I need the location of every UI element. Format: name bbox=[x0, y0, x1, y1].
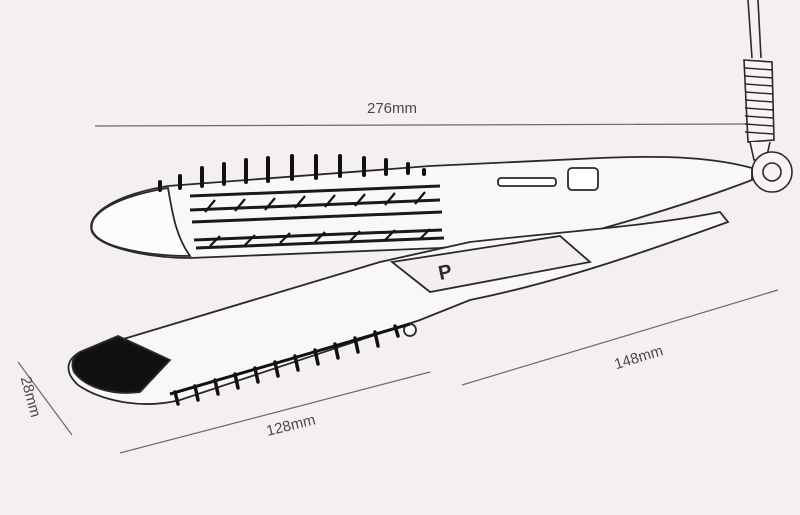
handle-length-line bbox=[461, 289, 779, 386]
device-label: P bbox=[436, 261, 454, 285]
handle-length-label: 148mm bbox=[612, 342, 665, 373]
bottom-comb-base bbox=[169, 322, 411, 396]
bottom-plate-tip bbox=[71, 335, 172, 394]
top-brush-barrel bbox=[90, 155, 753, 259]
top-barrel-slot bbox=[497, 177, 557, 187]
top-brush-inner-bristles bbox=[204, 191, 431, 247]
total-length-label: 276mm bbox=[367, 100, 417, 117]
bottom-straightener: P bbox=[67, 211, 730, 405]
top-barrel-nose bbox=[90, 186, 192, 257]
width-label: 28mm bbox=[17, 375, 44, 420]
cord-spring bbox=[744, 67, 774, 135]
top-brush-bristle-rows bbox=[189, 184, 445, 250]
top-brush-bristles bbox=[158, 154, 426, 192]
width-line bbox=[17, 361, 73, 436]
brush-length-line bbox=[119, 371, 431, 454]
dimension-lines bbox=[17, 123, 779, 454]
top-barrel-badge bbox=[567, 167, 599, 191]
bottom-plate-control-panel bbox=[389, 235, 592, 293]
brush-length-label: 128mm bbox=[265, 411, 318, 440]
total-length-line bbox=[94, 123, 746, 127]
power-cord bbox=[743, 0, 793, 193]
